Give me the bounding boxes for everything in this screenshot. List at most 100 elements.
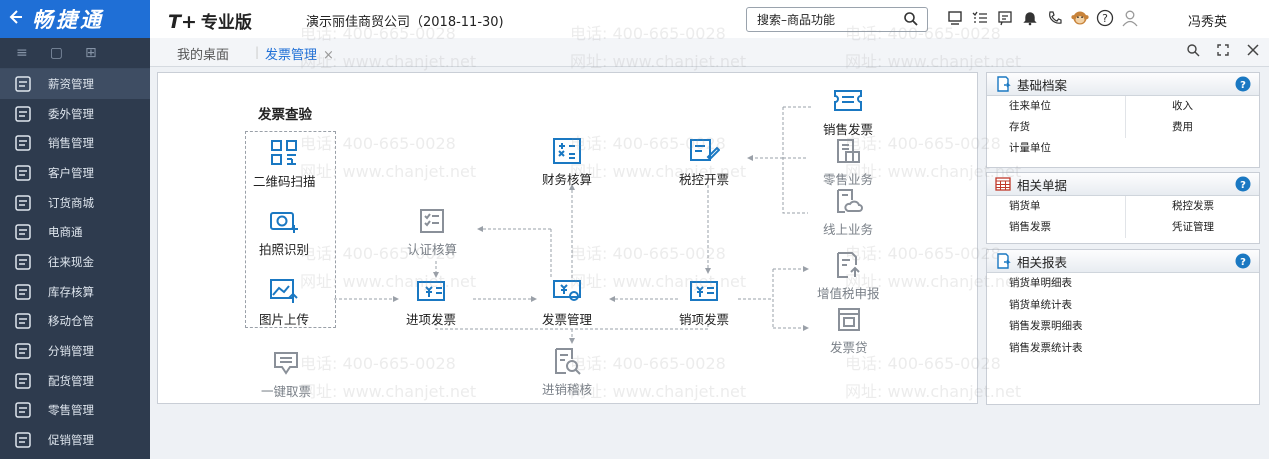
panel-link[interactable]: 存货 xyxy=(1009,121,1030,133)
bell-icon[interactable] xyxy=(1021,9,1039,27)
loan-document-icon xyxy=(831,305,867,333)
tax-issue-node[interactable]: 税控开票 xyxy=(679,137,729,188)
monkey-mascot-icon[interactable] xyxy=(1071,9,1089,27)
photo-ocr-node[interactable]: 拍照识别 xyxy=(259,207,309,258)
panel-link[interactable]: 计量单位 xyxy=(1009,142,1051,154)
sales-icon xyxy=(12,134,34,152)
panel-items: 往来单位 收入存货 费用计量单位 xyxy=(987,96,1259,159)
sidebar-item-label: 订货商城 xyxy=(48,195,94,210)
sidebar-item[interactable]: 分销管理 xyxy=(0,336,150,366)
menu-icon[interactable]: ≡ xyxy=(16,45,28,61)
output-invoice-label: 销项发票 xyxy=(679,312,730,327)
close-icon[interactable] xyxy=(1245,42,1261,58)
sidebar-item[interactable]: 移动仓管 xyxy=(0,307,150,337)
sidebar-item[interactable]: 委外管理 xyxy=(0,99,150,129)
finance-node[interactable]: 财务核算 xyxy=(542,137,592,188)
online-biz-node[interactable]: 线上业务 xyxy=(823,187,873,238)
output-invoice-icon xyxy=(686,277,722,305)
help-icon[interactable]: ? xyxy=(1096,9,1114,27)
help-icon[interactable]: ? xyxy=(1235,76,1251,92)
photo-ocr-label: 拍照识别 xyxy=(259,242,310,257)
one-click-node[interactable]: 一键取票 xyxy=(261,349,311,400)
search-icon[interactable] xyxy=(903,11,919,27)
panel-link[interactable]: 往来单位 xyxy=(1009,100,1051,112)
retail-icon xyxy=(12,401,34,419)
sales-invoice-icon xyxy=(830,87,866,115)
image-upload-node[interactable]: 图片上传 xyxy=(259,277,309,328)
report-link[interactable]: 销售发票明细表 xyxy=(1009,320,1083,332)
report-link[interactable]: 销售发票统计表 xyxy=(1009,341,1083,354)
sidebar-item[interactable]: 促销管理 xyxy=(0,425,150,455)
sidebar-item[interactable]: 库存核算 xyxy=(0,277,150,307)
close-tab-icon[interactable]: × xyxy=(323,48,334,63)
sidebar-item[interactable]: 薪资管理 xyxy=(0,69,150,99)
monitor-icon[interactable] xyxy=(946,9,964,27)
sales-invoice-node[interactable]: 销售发票 xyxy=(823,87,873,138)
finance-label: 财务核算 xyxy=(542,172,593,187)
cloud-document-icon xyxy=(830,187,866,215)
window-icon[interactable]: ▢ xyxy=(49,45,63,61)
sidebar-item[interactable]: 电商通 xyxy=(0,217,150,247)
input-invoice-icon xyxy=(413,277,449,305)
retail-biz-label: 零售业务 xyxy=(823,172,874,187)
sales-invoice-label: 销售发票 xyxy=(823,122,874,137)
auth-check-node[interactable]: 认证核算 xyxy=(407,207,457,258)
panel-link[interactable]: 销售发票 xyxy=(1009,221,1051,233)
sidebar-item[interactable]: 零售管理 xyxy=(0,396,150,426)
sidebar-item[interactable]: 配货管理 xyxy=(0,366,150,396)
tab-invoice-management[interactable]: 发票管理× xyxy=(265,44,334,63)
sidebar-item[interactable]: 销售管理 xyxy=(0,128,150,158)
input-invoice-node[interactable]: 进项发票 xyxy=(406,277,456,328)
invoice-settings-icon xyxy=(549,277,585,305)
sidebar-item[interactable]: 订货商城 xyxy=(0,188,150,218)
company-name[interactable]: 演示丽佳商贸公司（2018-11-30) xyxy=(306,15,504,30)
invoice-loan-node[interactable]: 发票贷 xyxy=(830,305,868,356)
sidebar-item-label: 移动仓管 xyxy=(48,314,94,329)
table-icon xyxy=(995,176,1011,192)
sidebar-item-label: 往来现金 xyxy=(48,254,94,269)
sidebar-item-label: 委外管理 xyxy=(48,106,94,121)
panel-link[interactable]: 凭证管理 xyxy=(1125,217,1259,238)
add-window-icon[interactable]: ⊞ xyxy=(84,45,97,61)
invoice-loan-label: 发票贷 xyxy=(830,340,868,355)
sidebar-item-label: 零售管理 xyxy=(48,403,94,418)
phone-icon[interactable] xyxy=(1046,9,1064,27)
panel-header: 相关报表 ? xyxy=(987,250,1259,273)
report-link[interactable]: 销货单统计表 xyxy=(1009,298,1072,311)
tab-home[interactable]: 我的桌面 xyxy=(177,48,230,63)
svg-text:?: ? xyxy=(1102,12,1108,25)
help-icon[interactable]: ? xyxy=(1235,253,1251,269)
message-icon[interactable] xyxy=(996,9,1014,27)
panel-link[interactable]: 费用 xyxy=(1125,117,1259,138)
search-box[interactable] xyxy=(746,7,928,32)
tab-bar: 我的桌面 | 发票管理× xyxy=(150,38,1269,67)
ecommerce-icon xyxy=(12,223,34,241)
outsource-icon xyxy=(12,105,34,123)
maximize-icon[interactable] xyxy=(1215,42,1231,58)
panel-link[interactable]: 收入 xyxy=(1125,96,1259,117)
report-link[interactable]: 销货单明细表 xyxy=(1009,277,1072,289)
product-edition: 专业版 xyxy=(200,13,252,33)
search-icon[interactable] xyxy=(1185,42,1201,58)
search-input[interactable] xyxy=(755,8,899,31)
user-avatar-icon[interactable] xyxy=(1121,9,1139,27)
output-invoice-node[interactable]: 销项发票 xyxy=(679,277,729,328)
sidebar-tools: ≡ ▢ ⊞ xyxy=(0,38,150,69)
auth-check-label: 认证核算 xyxy=(407,242,458,257)
retail-biz-node[interactable]: 零售业务 xyxy=(823,137,873,188)
audit-node[interactable]: 进销稽核 xyxy=(542,347,592,398)
panel-link[interactable]: 销货单 xyxy=(1009,200,1041,212)
invoice-mgmt-node[interactable]: 发票管理 xyxy=(542,277,592,328)
user-name[interactable]: 冯秀英 xyxy=(1188,15,1228,30)
sidebar-item[interactable]: 客户管理 xyxy=(0,158,150,188)
product-name: T+专业版 xyxy=(168,8,252,33)
panel-items: 销货单 税控发票销售发票 凭证管理 xyxy=(987,196,1259,238)
arrow-left-icon[interactable] xyxy=(6,8,24,31)
sidebar-item[interactable]: 往来现金 xyxy=(0,247,150,277)
vat-filing-node[interactable]: 增值税申报 xyxy=(817,251,880,302)
panel-link[interactable]: 税控发票 xyxy=(1125,196,1259,217)
distribution-icon xyxy=(12,342,34,360)
help-icon[interactable]: ? xyxy=(1235,176,1251,192)
task-list-icon[interactable] xyxy=(971,9,989,27)
qr-scan-node[interactable]: 二维码扫描 xyxy=(253,139,316,190)
